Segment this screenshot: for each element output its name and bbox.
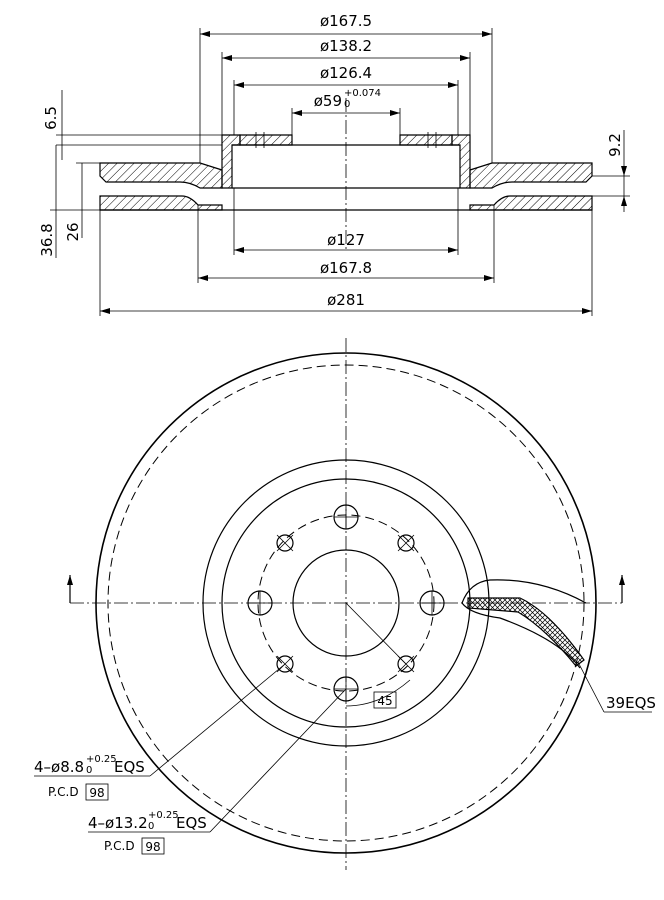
large-holes-callout: 4–ø13.2 +0.25 0 EQS P.C.D 98 (88, 688, 347, 855)
vane-cutaway (461, 579, 587, 669)
left-lower-friction-ring (99, 195, 223, 211)
dim-d6: ø167.8 (197, 205, 495, 283)
dim-d2-label: ø138.2 (320, 37, 372, 55)
dim-h3-label: 36.8 (38, 223, 56, 256)
dim-d7: ø281 (99, 210, 593, 316)
dim-d4-tol-lower: 0 (344, 99, 350, 110)
dim-d5-label: ø127 (327, 231, 365, 249)
large-holes-pcd-value: 98 (145, 840, 160, 854)
right-rotor-section (469, 162, 593, 189)
large-holes-tol-lower: 0 (148, 821, 154, 832)
left-hat-wall (221, 134, 241, 189)
small-holes-tol-upper: +0.25 (86, 754, 117, 765)
right-lower-friction-ring (469, 195, 593, 211)
dim-d3: ø126.4 (233, 64, 459, 135)
hole-small-sw (276, 655, 294, 673)
large-holes-tol-upper: +0.25 (148, 810, 179, 821)
dim-d4: ø59 +0.074 0 (291, 88, 401, 135)
dim-d2: ø138.2 (221, 37, 471, 135)
section-view: ø167.5 ø138.2 ø126.4 ø59 +0.074 0 (38, 12, 630, 316)
left-rotor-section (99, 162, 223, 189)
dim-h1-label: 6.5 (42, 106, 60, 130)
large-holes-prefix: 4–ø13.2 (88, 814, 148, 832)
dim-h1: 6.5 (42, 90, 222, 160)
hole-small-se (397, 655, 415, 673)
front-view: 45 39EQS 4–ø8.8 +0.25 0 EQS P.C.D 98 (34, 338, 656, 870)
small-holes-tol-lower: 0 (86, 765, 92, 776)
small-holes-suffix: EQS (114, 758, 145, 776)
angle-marker: 45 (345, 602, 411, 709)
dim-d5: ø127 (233, 188, 459, 255)
vane-count-label: 39EQS (606, 694, 656, 712)
hat-top-flange-left (239, 134, 293, 146)
dim-h3: 36.8 (38, 145, 100, 258)
large-holes-suffix: EQS (176, 814, 207, 832)
small-holes-pcd-value: 98 (89, 786, 104, 800)
dim-h2-label: 9.2 (606, 133, 624, 157)
hat-top-flange-right (399, 134, 453, 146)
small-holes-prefix: 4–ø8.8 (34, 758, 84, 776)
dim-d1-label: ø167.5 (320, 12, 372, 30)
small-holes-callout: 4–ø8.8 +0.25 0 EQS P.C.D 98 (34, 663, 286, 801)
right-hat-wall (451, 134, 471, 189)
dim-d4-label: ø59 (314, 92, 342, 110)
large-holes-pcd-label: P.C.D (104, 839, 135, 853)
dim-h4-label: 26 (64, 222, 82, 241)
dim-d7-label: ø281 (327, 291, 365, 309)
dim-d3-label: ø126.4 (320, 64, 372, 82)
angle-label: 45 (377, 694, 392, 708)
dim-d6-label: ø167.8 (320, 259, 372, 277)
vane-count-callout: 39EQS (577, 661, 656, 713)
bolt-holes (247, 504, 445, 702)
section-marker-right (619, 575, 625, 603)
dim-d4-tol-upper: +0.074 (344, 88, 381, 99)
vane-section-hatch (467, 597, 585, 667)
dim-h4: 26 (64, 162, 100, 242)
hole-small-ne (397, 534, 415, 552)
section-marker-left (67, 575, 73, 603)
hole-small-nw (276, 534, 294, 552)
dim-d1: ø167.5 (199, 12, 493, 163)
dim-h2: 9.2 (592, 130, 630, 212)
small-holes-pcd-label: P.C.D (48, 785, 79, 799)
